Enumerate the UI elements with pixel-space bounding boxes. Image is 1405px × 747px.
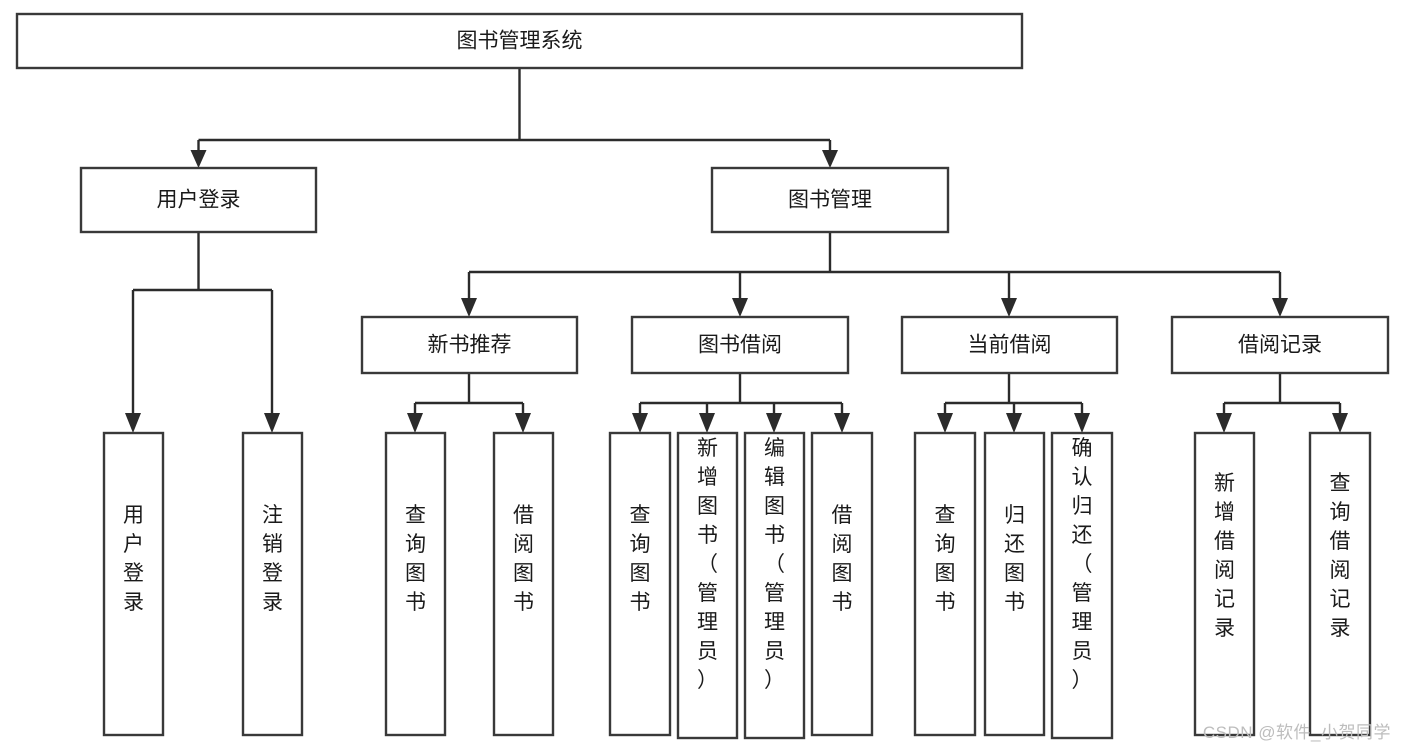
arrowhead-leaf-confirm-return — [1074, 413, 1090, 433]
node-new-book-recommend-box[interactable] — [360, 315, 579, 375]
node-leaf-edit-book-label: 编辑图书（管理员） — [764, 437, 785, 692]
connector-book-borrow-to-leaves — [632, 373, 850, 433]
arrowhead-borrow-record — [1272, 298, 1288, 317]
arrowhead-leaf-query-book-2 — [632, 413, 648, 433]
node-book-manage-label: 图书管理 — [788, 189, 872, 212]
node-borrow-record-label: 借阅记录 — [1238, 334, 1322, 357]
node-current-borrow-label: 当前借阅 — [968, 334, 1052, 357]
node-current-borrow-box[interactable] — [900, 315, 1119, 375]
node-leaf-user-logout[interactable]: 注销登录 — [241, 431, 304, 737]
node-leaf-query-book-1-box[interactable] — [384, 431, 447, 737]
node-book-borrow-label: 图书借阅 — [698, 334, 782, 357]
node-book-borrow[interactable]: 图书借阅 — [630, 315, 850, 375]
node-new-book-recommend-label: 新书推荐 — [428, 334, 512, 357]
node-leaf-query-book-1[interactable]: 查询图书 — [384, 431, 447, 737]
connector-borrow-record-to-leaves — [1216, 373, 1348, 433]
node-leaf-edit-book[interactable]: 编辑图书（管理员） — [743, 431, 806, 740]
arrowhead-new-book-recommend — [461, 298, 477, 317]
node-root[interactable]: 图书管理系统 — [15, 12, 1024, 70]
node-book-borrow-box[interactable] — [630, 315, 850, 375]
node-leaf-query-record-box[interactable] — [1308, 431, 1372, 737]
node-leaf-borrow-book-2-label: 借阅图书 — [832, 504, 853, 614]
node-leaf-borrow-book-2[interactable]: 借阅图书 — [810, 431, 874, 737]
node-book-manage-box[interactable] — [710, 166, 950, 234]
node-new-book-recommend[interactable]: 新书推荐 — [360, 315, 579, 375]
arrowhead-leaf-edit-book — [766, 413, 782, 433]
node-leaf-user-login[interactable]: 用户登录 — [102, 431, 165, 737]
connector-book-manage-to-level3 — [461, 232, 1288, 317]
arrowhead-current-borrow — [1001, 298, 1017, 317]
node-leaf-user-logout-box[interactable] — [241, 431, 304, 737]
node-leaf-confirm-return-box[interactable] — [1050, 431, 1114, 740]
arrowhead-user-login — [190, 150, 207, 168]
node-leaf-query-book-3[interactable]: 查询图书 — [913, 431, 977, 737]
node-leaf-add-book-label: 新增图书（管理员） — [697, 437, 718, 692]
connector-new-book-recommend-to-leaves — [407, 373, 531, 433]
node-book-manage[interactable]: 图书管理 — [710, 166, 950, 234]
node-leaf-user-logout-label: 注销登录 — [262, 504, 283, 614]
node-leaf-confirm-return-label: 确认归还（管理员） — [1072, 437, 1093, 692]
node-leaf-borrow-book-1-label: 借阅图书 — [513, 504, 534, 614]
node-leaf-query-book-3-box[interactable] — [913, 431, 977, 737]
connector-current-borrow-to-leaves — [937, 373, 1090, 433]
arrowhead-leaf-add-book — [699, 413, 715, 433]
connector-root-to-level2 — [190, 68, 838, 168]
node-leaf-user-login-label: 用户登录 — [123, 504, 144, 614]
node-leaf-confirm-return[interactable]: 确认归还（管理员） — [1050, 431, 1114, 740]
arrowhead-book-manage — [822, 150, 838, 168]
node-user-login[interactable]: 用户登录 — [79, 166, 318, 234]
node-leaf-query-book-3-label: 查询图书 — [935, 504, 956, 614]
arrowhead-leaf-query-book-3 — [937, 413, 953, 433]
arrowhead-leaf-borrow-book-2 — [834, 413, 850, 433]
node-leaf-query-book-1-label: 查询图书 — [405, 504, 426, 614]
node-borrow-record-box[interactable] — [1170, 315, 1390, 375]
node-leaf-add-record-label: 新增借阅记录 — [1214, 472, 1235, 640]
node-root-box[interactable] — [15, 12, 1024, 70]
node-leaf-return-book-box[interactable] — [983, 431, 1046, 737]
node-leaf-return-book-label: 归还图书 — [1004, 504, 1025, 614]
node-leaf-query-book-2[interactable]: 查询图书 — [608, 431, 672, 737]
node-borrow-record[interactable]: 借阅记录 — [1170, 315, 1390, 375]
node-leaf-add-book-box[interactable] — [676, 431, 739, 740]
node-leaf-return-book[interactable]: 归还图书 — [983, 431, 1046, 737]
node-leaf-borrow-book-1[interactable]: 借阅图书 — [492, 431, 555, 737]
arrowhead-leaf-return-book — [1006, 413, 1022, 433]
arrowhead-leaf-user-logout — [264, 413, 280, 433]
node-user-login-box[interactable] — [79, 166, 318, 234]
node-leaf-add-record[interactable]: 新增借阅记录 — [1193, 431, 1256, 737]
node-leaf-query-record[interactable]: 查询借阅记录 — [1308, 431, 1372, 737]
node-leaf-borrow-book-1-box[interactable] — [492, 431, 555, 737]
node-current-borrow[interactable]: 当前借阅 — [900, 315, 1119, 375]
node-leaf-add-book[interactable]: 新增图书（管理员） — [676, 431, 739, 740]
node-leaf-user-login-box[interactable] — [102, 431, 165, 737]
node-leaf-add-record-box[interactable] — [1193, 431, 1256, 737]
node-root-label: 图书管理系统 — [457, 30, 583, 53]
node-user-login-label: 用户登录 — [157, 189, 241, 212]
node-leaf-borrow-book-2-box[interactable] — [810, 431, 874, 737]
arrowhead-leaf-add-record — [1216, 413, 1232, 433]
node-leaf-query-book-2-box[interactable] — [608, 431, 672, 737]
arrowhead-leaf-borrow-book-1 — [515, 413, 531, 433]
arrowhead-leaf-query-book-1 — [407, 413, 423, 433]
arrowhead-leaf-user-login — [125, 413, 141, 433]
node-leaf-query-book-2-label: 查询图书 — [630, 504, 651, 614]
node-leaf-query-record-label: 查询借阅记录 — [1330, 472, 1351, 640]
connector-user-login-to-leaves — [125, 232, 280, 433]
arrowhead-leaf-query-record — [1332, 413, 1348, 433]
arrowhead-book-borrow — [732, 298, 748, 317]
node-leaf-edit-book-box[interactable] — [743, 431, 806, 740]
